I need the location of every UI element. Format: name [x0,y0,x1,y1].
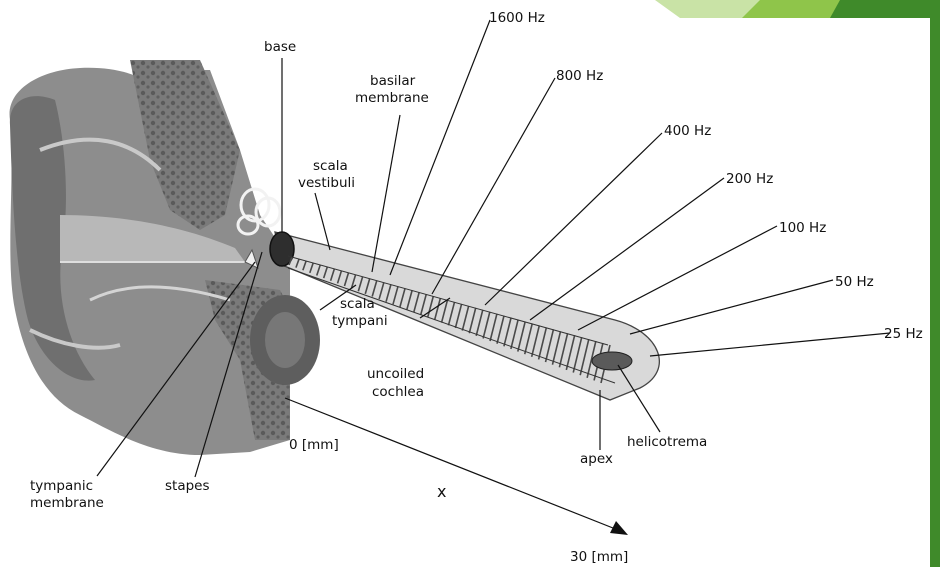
label-freq-400: 400 Hz [664,123,711,139]
label-uncoiled-1: uncoiled [367,366,424,382]
label-freq-1600: 1600 Hz [489,10,545,26]
label-base: base [264,39,296,55]
label-freq-25: 25 Hz [884,326,923,342]
label-axis-end: 30 [mm] [570,549,628,565]
label-vestibuli-2: vestibuli [298,175,355,191]
label-helicotrema: helicotrema [627,434,707,450]
label-freq-200: 200 Hz [726,171,773,187]
axis-arrow-head [610,521,628,535]
label-vestibuli-1: scala [313,158,348,174]
label-tympani-1: scala [340,296,375,312]
label-apex: apex [580,451,613,467]
label-uncoiled-2: cochlea [372,384,424,400]
label-axis-var: x [437,482,446,501]
label-tympanic-1: tympanic [30,478,93,494]
label-freq-50: 50 Hz [835,274,874,290]
label-freq-800: 800 Hz [556,68,603,84]
label-axis-start: 0 [mm] [289,437,339,453]
label-freq-100: 100 Hz [779,220,826,236]
label-basilar-2: membrane [355,90,429,106]
label-tympanic-2: membrane [30,495,104,511]
label-basilar-1: basilar [370,73,416,89]
slide-corner-decoration [655,0,940,567]
label-tympani-2: tympani [332,313,388,329]
label-stapes: stapes [165,478,210,494]
uncoiled-cochlea-tube [270,232,659,400]
